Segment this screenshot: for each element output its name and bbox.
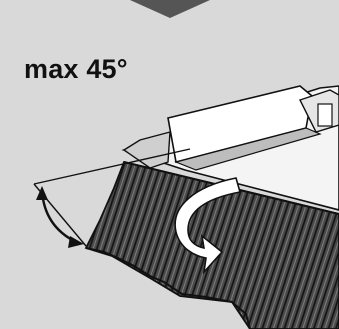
max-angle-label: max 45° [24, 54, 128, 85]
rear-slot [318, 104, 332, 126]
angle-arrowhead-bottom [68, 236, 84, 248]
down-triangle-icon [130, 0, 210, 18]
angle-arc-icon [42, 190, 76, 242]
